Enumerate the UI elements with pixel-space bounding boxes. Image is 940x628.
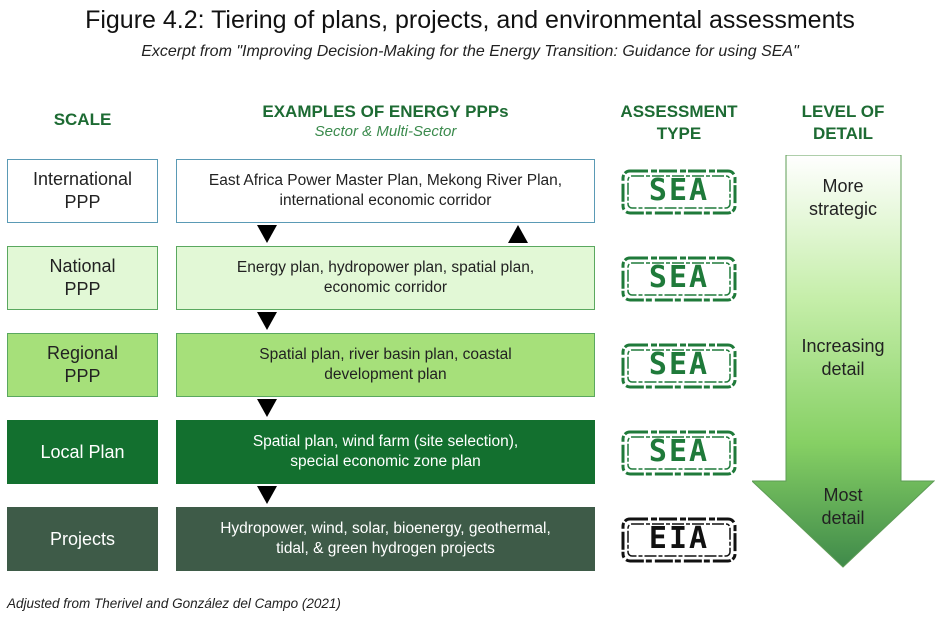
arrow-down-international-national — [257, 225, 277, 243]
header-scale: SCALE — [53, 110, 112, 129]
header-detail-line2: DETAIL — [812, 124, 874, 143]
header-assessment-line1: ASSESSMENT — [620, 102, 738, 121]
stamp-sea-national: SEA — [621, 256, 737, 302]
arrow-down-regional-local — [257, 399, 277, 417]
stamp-eia-projects: EIA — [621, 517, 737, 563]
header-detail-line1: LEVEL OF — [801, 102, 885, 121]
stamp-sea-local: SEA — [621, 430, 737, 476]
figure-title: Figure 4.2: Tiering of plans, projects, … — [85, 6, 855, 34]
source-footer: Adjusted from Therivel and González del … — [7, 596, 341, 611]
examples-international: East Africa Power Master Plan, Mekong Ri… — [176, 159, 595, 223]
examples-national: Energy plan, hydropower plan, spatial pl… — [176, 246, 595, 310]
arrow-up-national-international — [508, 225, 528, 243]
arrow-down-local-projects — [257, 486, 277, 504]
header-examples-subtitle: Sector & Multi-Sector — [314, 123, 457, 140]
detail-arrow — [752, 155, 935, 568]
scale-local-plan: Local Plan — [7, 420, 158, 484]
stamp-sea-international: SEA — [621, 169, 737, 215]
header-examples: EXAMPLES OF ENERGY PPPs Sector & Multi-S… — [176, 101, 595, 140]
header-examples-title: EXAMPLES OF ENERGY PPPs — [262, 102, 509, 121]
scale-projects: Projects — [7, 507, 158, 571]
header-detail: LEVEL OF DETAIL — [773, 101, 913, 145]
stamp-sea-regional: SEA — [621, 343, 737, 389]
header-assessment-line2: TYPE — [656, 124, 702, 143]
examples-local-plan: Spatial plan, wind farm (site selection)… — [176, 420, 595, 484]
examples-projects: Hydropower, wind, solar, bioenergy, geot… — [176, 507, 595, 571]
header-assessment: ASSESSMENT TYPE — [606, 101, 752, 145]
figure-subtitle: Excerpt from "Improving Decision-Making … — [141, 43, 799, 60]
arrow-down-national-regional — [257, 312, 277, 330]
